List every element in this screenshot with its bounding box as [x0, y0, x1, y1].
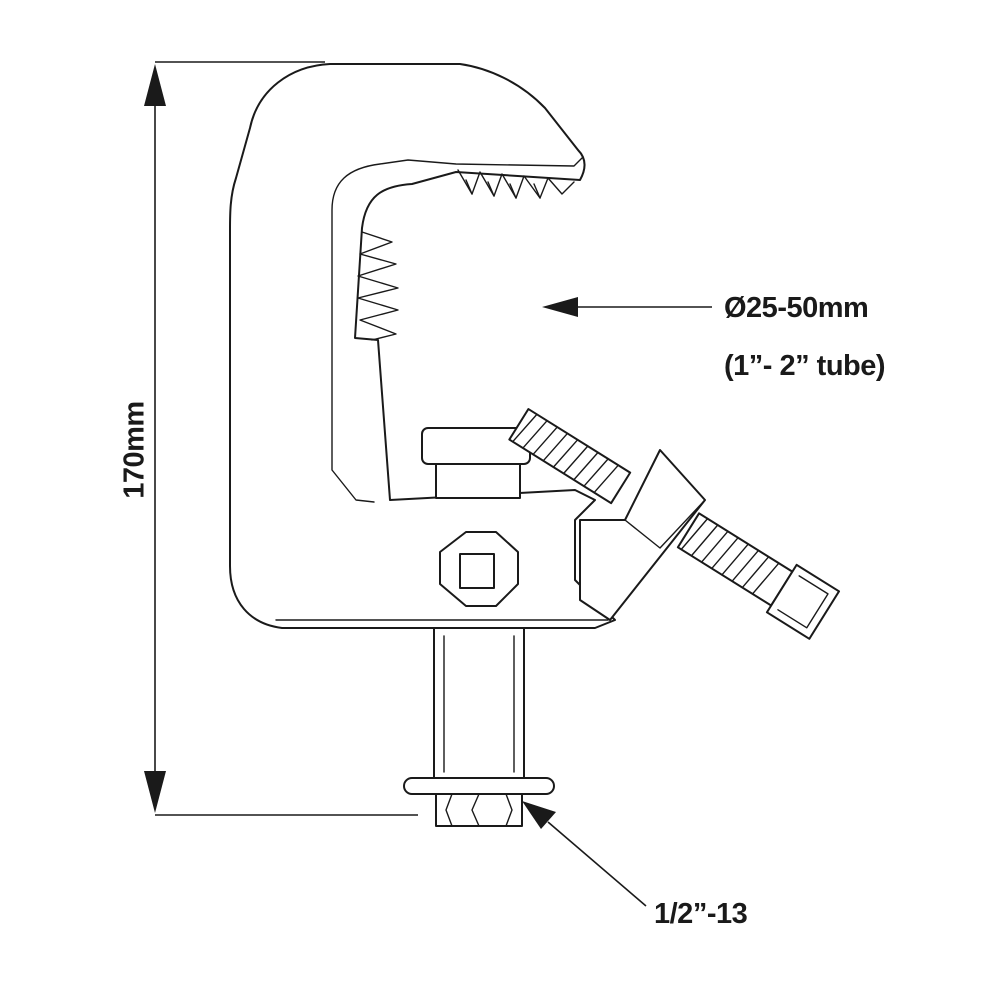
screw-square-tip: [765, 563, 841, 640]
screw-lower-thread-lines: [680, 517, 780, 595]
side-jaw-teeth: [357, 231, 399, 341]
thread-pointer: [522, 801, 647, 907]
height-label: 170mm: [118, 401, 151, 499]
screw-bracket: [579, 449, 706, 621]
socket-square: [459, 553, 495, 589]
c-frame-inner-edge: [331, 157, 583, 503]
socket: [439, 531, 519, 607]
screw-bracket-face: [624, 499, 706, 549]
height-arrow-bottom: [144, 771, 166, 813]
thread-pointer-arrow: [522, 801, 556, 829]
hex-nut-faces: [445, 793, 513, 827]
thread-pointer-line: [547, 821, 647, 907]
c-clamp-body: [229, 63, 616, 629]
screw-upper-thread-lines: [512, 413, 620, 494]
height-arrow-top: [144, 64, 166, 106]
c-frame-outline: [229, 63, 616, 629]
tightening-screw: [508, 408, 841, 640]
hex-nut: [435, 793, 523, 827]
thread-label: 1/2”-13: [654, 898, 748, 930]
top-jaw-teeth-shade: [465, 179, 541, 199]
spigot-shaft: [433, 627, 525, 779]
height-dimension: [144, 61, 418, 816]
tube-pointer-arrow: [542, 297, 578, 317]
jaw-pad-stem: [435, 463, 521, 499]
spigot: [403, 627, 555, 827]
screw-upper-thread: [508, 408, 632, 505]
tube-inches-label: (1”- 2” tube): [724, 350, 886, 382]
tube-diameter-label: Ø25-50mm: [724, 292, 869, 324]
screw-tip-face: [777, 575, 829, 629]
washer: [403, 777, 555, 795]
tube-pointer: [542, 297, 712, 317]
